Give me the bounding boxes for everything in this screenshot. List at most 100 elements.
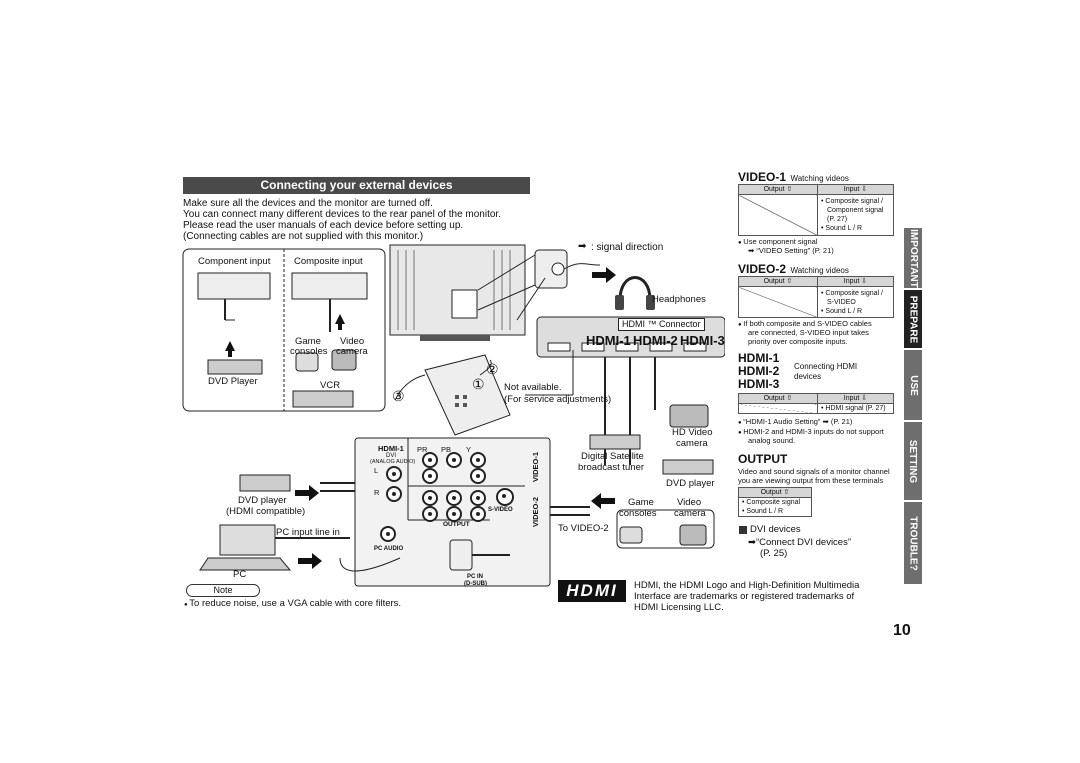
- video1-in-1: • Composite signal /: [821, 198, 883, 205]
- for-service-label: (For service adjustments): [504, 394, 612, 405]
- video2-note-2: are connected, S-VIDEO input takes: [748, 328, 869, 337]
- jack-icon: [422, 506, 438, 522]
- hdmi3-title: HDMI-3: [738, 377, 780, 391]
- video1-in-4: • Sound L / R: [821, 225, 863, 232]
- circled-1: ①: [472, 376, 485, 392]
- video1-th-input: Input ⇩: [817, 184, 894, 195]
- video2-th-output: Output ⇧: [738, 276, 818, 287]
- hdmi-compatible-label: (HDMI compatible): [226, 506, 306, 517]
- hdmi-note-1: “HDMI-1 Audio Setting” ➡ (P. 21): [738, 417, 852, 428]
- panel-r-1: R: [374, 488, 380, 497]
- panel-l-1: L: [374, 466, 379, 475]
- output-line-2: • Sound L / R: [742, 508, 784, 515]
- page-number: 10: [893, 622, 911, 639]
- jack-icon: [386, 466, 402, 482]
- hdmi-sub-1: Connecting HDMI: [794, 362, 858, 371]
- dvi-line-2: (P. 25): [760, 548, 788, 559]
- output-title: OUTPUT: [738, 452, 788, 466]
- hdmi-logo: HDMI: [558, 580, 626, 602]
- vcr-label: VCR: [320, 380, 341, 391]
- hdmi-connector-label: HDMI ™ Connector: [618, 318, 705, 331]
- dvi-square-icon: [739, 526, 747, 534]
- hdmi-note-2: HDMI-2 and HDMI-3 inputs do not support: [738, 427, 883, 438]
- dvd-player-lower-label: DVD player: [666, 478, 715, 489]
- video1-heading: VIDEO-1 Watching videos: [738, 168, 849, 186]
- hdmi-table: Output ⇧Input ⇩ • HDMI signal (P. 27): [738, 393, 894, 414]
- dvd-player-caption: DVD Player: [208, 376, 258, 387]
- intro-line-3: Please read the user manuals of each dev…: [183, 220, 464, 231]
- camera-label: camera: [336, 346, 368, 357]
- video-label: Video: [340, 336, 365, 347]
- tab-trouble[interactable]: TROUBLE?: [904, 502, 922, 584]
- video1-in-2: Component signal: [827, 207, 884, 214]
- hdmi-note-3: analog sound.: [748, 436, 796, 445]
- hd-video-label: HD Video: [672, 427, 713, 438]
- video2-th-input: Input ⇩: [817, 276, 894, 287]
- jack-icon: [470, 506, 486, 522]
- video1-table: Output ⇧Input ⇩ • Composite signal / Com…: [738, 184, 894, 236]
- video2-in-1: • Composite signal /: [821, 289, 883, 297]
- panel-dvi: DVI: [386, 453, 397, 459]
- consoles-lower-label: consoles: [619, 508, 657, 519]
- video1-th-output: Output ⇧: [738, 184, 818, 195]
- tab-important-label: IMPORTANT: [907, 228, 919, 288]
- pc-label: PC: [233, 569, 247, 580]
- broadcast-tuner-label: broadcast tuner: [578, 462, 645, 473]
- dvi-line-1: ➡“Connect DVI devices”: [748, 537, 851, 548]
- video2-sub: Watching videos: [790, 266, 849, 275]
- jack-icon: [422, 468, 438, 484]
- panel-analog-audio: (ANALOG AUDIO): [370, 459, 416, 465]
- jack-icon: [496, 488, 514, 506]
- video1-note-2: ➡ “VIDEO Setting” (P. 21): [748, 246, 834, 255]
- not-available-label: Not available.: [504, 382, 562, 393]
- output-line-1: • Composite signal: [742, 499, 801, 506]
- video2-title: VIDEO-2: [738, 262, 787, 276]
- video1-title: VIDEO-1: [738, 170, 787, 184]
- note-text: To reduce noise, use a VGA cable with co…: [184, 598, 401, 611]
- panel-d-sub: (D-SUB): [464, 581, 487, 587]
- hdmi-trademark-1: HDMI, the HDMI Logo and High-Definition …: [634, 580, 860, 591]
- jack-icon: [386, 486, 402, 502]
- hdmi-in-1: • HDMI signal (P. 27): [817, 403, 894, 414]
- panel-output: OUTPUT: [443, 521, 470, 528]
- pc-input-line-label: PC input line in: [276, 527, 340, 538]
- note-label: Note: [186, 584, 260, 597]
- jack-icon: [470, 490, 486, 506]
- connection-diagram: [182, 244, 725, 587]
- composite-input-label: Composite input: [294, 256, 363, 267]
- video2-in-3: • Sound L / R: [821, 307, 863, 315]
- panel-hdmi1: HDMI-1: [378, 444, 404, 453]
- digital-satellite-label: Digital Satellite: [581, 451, 644, 462]
- video1-sub: Watching videos: [790, 174, 849, 183]
- video1-note-1: Use component signal: [738, 237, 817, 248]
- hdmi-2-label: HDMI-2: [633, 333, 678, 348]
- output-desc-1: Video and sound signals of a monitor cha…: [738, 467, 890, 476]
- hdmi-th-output: Output ⇧: [738, 393, 818, 404]
- panel-svideo: S-VIDEO: [488, 507, 513, 513]
- output-desc-2: you are viewing output from these termin…: [738, 476, 884, 485]
- video2-note-3: priority over composite inputs.: [748, 337, 848, 346]
- section-title: Connecting your external devices: [183, 177, 530, 194]
- video2-note-1: If both composite and S-VIDEO cables: [738, 319, 871, 330]
- dvd-player-left-label: DVD player: [238, 495, 287, 506]
- tab-prepare-label: PREPARE: [907, 295, 919, 343]
- tab-setting[interactable]: SETTING: [904, 422, 922, 500]
- tab-use-label: USE: [907, 374, 919, 396]
- video2-table: Output ⇧Input ⇩ • Composite signal / S-V…: [738, 276, 894, 318]
- hd-camera-label: camera: [676, 438, 708, 449]
- hdmi1-title: HDMI-1: [738, 351, 780, 365]
- video-lower-label: Video: [677, 497, 702, 508]
- tab-important[interactable]: IMPORTANT: [904, 228, 922, 288]
- consoles-label: consoles: [290, 346, 328, 357]
- video2-heading: VIDEO-2 Watching videos: [738, 260, 849, 278]
- video2-in-2: S-VIDEO: [827, 298, 856, 306]
- to-video2-label: To VIDEO-2: [558, 523, 609, 534]
- hdmi-trademark-2: Interface are trademarks or registered t…: [634, 591, 855, 602]
- tab-trouble-label: TROUBLE?: [907, 515, 919, 571]
- dvi-title: DVI devices: [750, 524, 801, 535]
- jack-icon: [422, 452, 438, 468]
- circled-2: ②: [486, 361, 499, 377]
- tab-setting-label: SETTING: [907, 439, 919, 483]
- tab-prepare[interactable]: PREPARE: [904, 290, 922, 348]
- tab-use[interactable]: USE: [904, 350, 922, 420]
